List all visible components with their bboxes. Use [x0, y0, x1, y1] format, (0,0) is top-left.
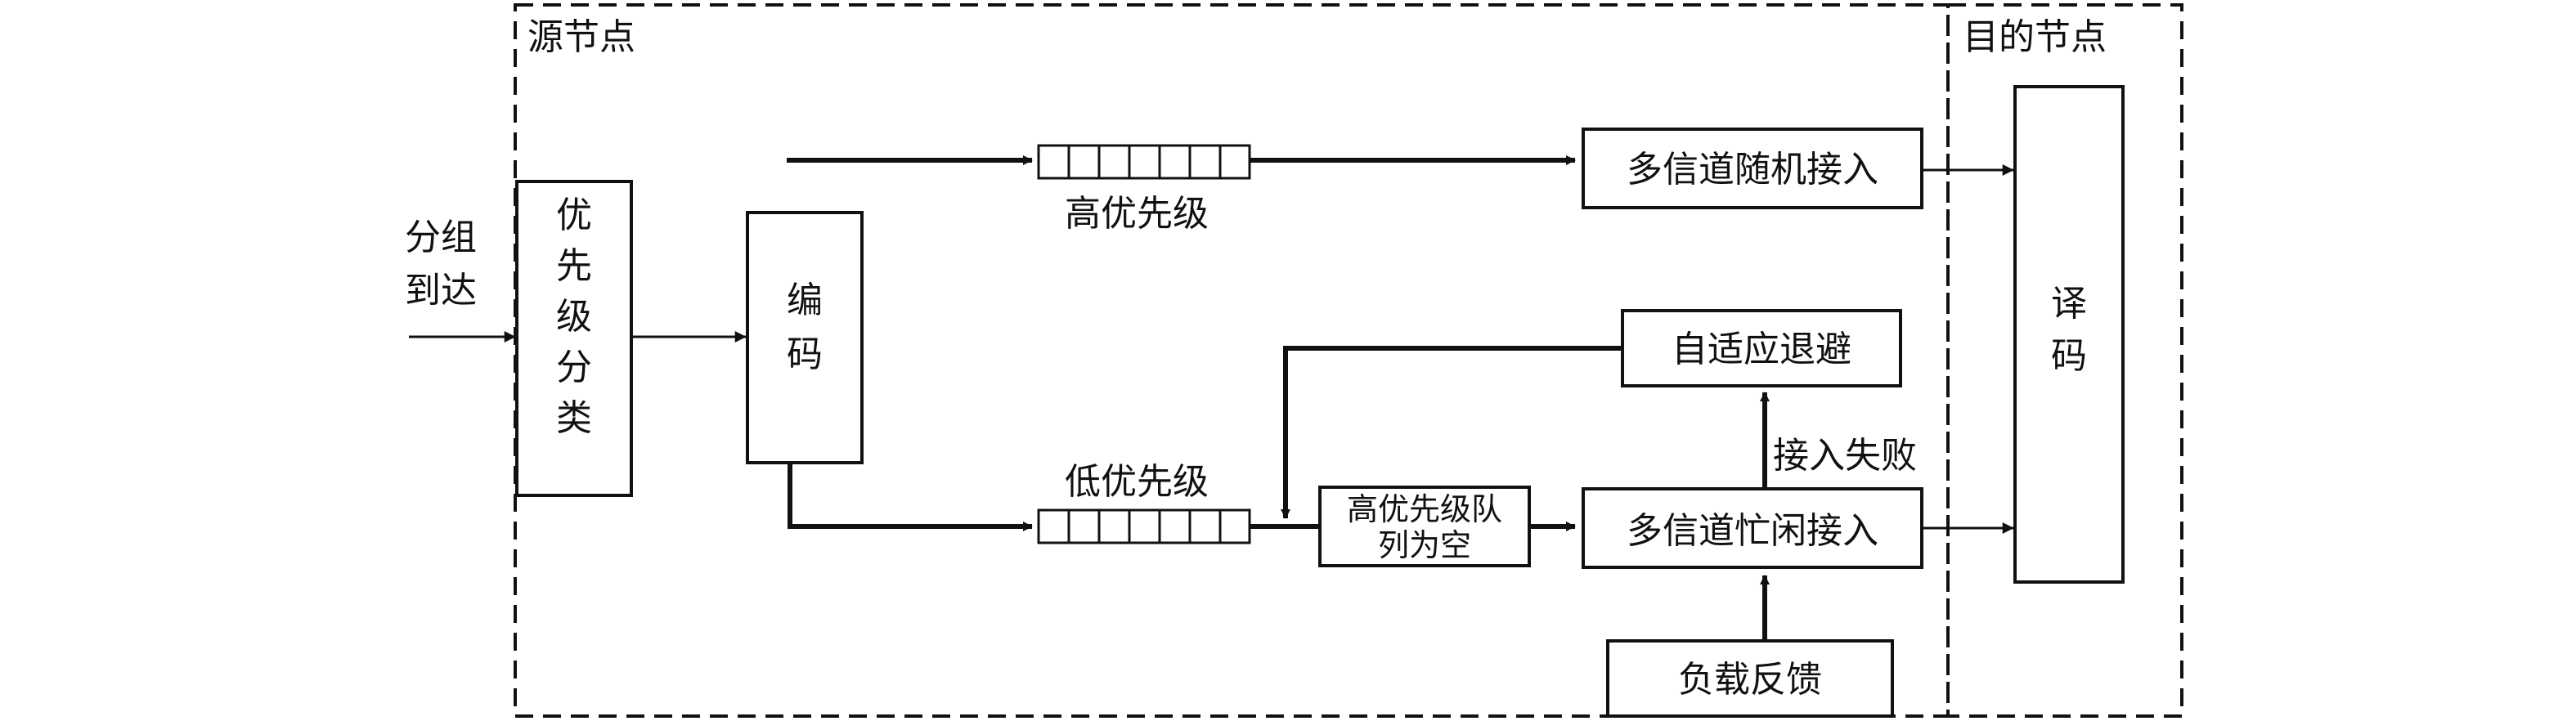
low-priority-queue [1037, 508, 1251, 544]
input-label-line2: 到达 [405, 270, 477, 311]
input-label-line1: 分组 [405, 217, 477, 258]
multi-channel-busy-access-label: 多信道忙闲接入 [1627, 510, 1878, 552]
classifier-char-5: 类 [556, 397, 592, 439]
decoder-box [2013, 85, 2125, 584]
classifier-char-3: 级 [556, 296, 592, 338]
multi-channel-random-access-label: 多信道随机接入 [1627, 149, 1878, 190]
empty-check-label-line1: 高优先级队 [1347, 491, 1502, 527]
load-feedback-box [1606, 639, 1894, 718]
destination-node-region [1946, 3, 2183, 718]
classifier-char-1: 优 [556, 195, 592, 236]
encoder-box [746, 211, 864, 464]
high-priority-queue [1037, 144, 1251, 180]
encoder-char-2: 码 [787, 334, 823, 375]
encoder-char-1: 编 [787, 280, 823, 321]
source-node-label: 源节点 [527, 16, 635, 58]
empty-check-label-line2: 列为空 [1378, 527, 1471, 563]
classifier-char-4: 分 [556, 347, 592, 388]
low-priority-label: 低优先级 [1065, 461, 1209, 503]
adaptive-backoff-box [1621, 309, 1902, 387]
multi-channel-busy-access-box [1582, 487, 1923, 569]
classifier-box [515, 180, 633, 497]
high-priority-label: 高优先级 [1065, 193, 1209, 235]
decoder-char-2: 码 [2051, 335, 2087, 377]
classifier-char-2: 先 [556, 245, 592, 287]
access-fail-label: 接入失败 [1773, 435, 1917, 477]
load-feedback-label: 负载反馈 [1678, 659, 1822, 701]
adaptive-backoff-label: 自适应退避 [1672, 329, 1851, 370]
multi-channel-random-access-box [1582, 128, 1923, 209]
backoff-feedback-arrow [1281, 346, 1622, 519]
encoder-to-low-queue-arrow [788, 463, 1033, 531]
decoder-char-1: 译 [2051, 283, 2087, 325]
destination-node-label: 目的节点 [1963, 16, 2107, 58]
